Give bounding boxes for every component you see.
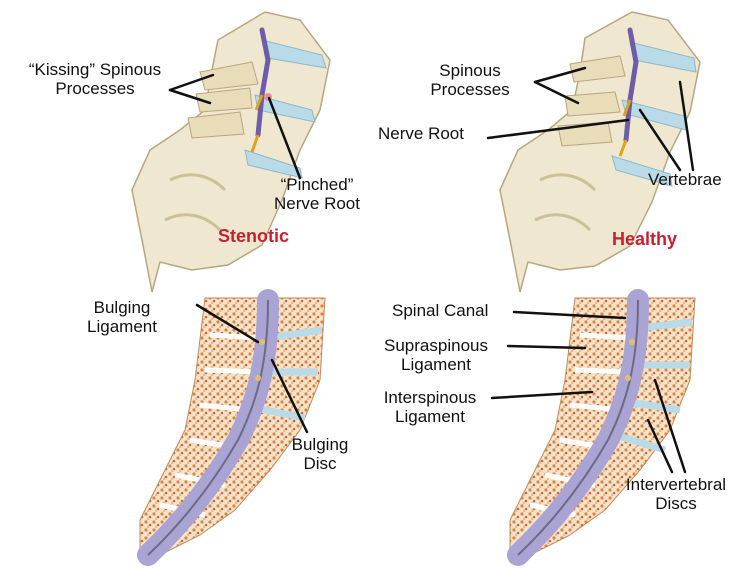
stenotic-spine-cross-section xyxy=(140,298,325,555)
label-bulging-disc: Bulging Disc xyxy=(285,435,355,473)
healthy-spine-cross-section xyxy=(510,298,695,555)
label-supraspinous-ligament: Supraspinous Ligament xyxy=(362,336,510,374)
condition-label-healthy: Healthy xyxy=(612,229,677,250)
label-kissing-spinous-processes: “Kissing” Spinous Processes xyxy=(5,60,185,98)
label-vertebrae: Vertebrae xyxy=(648,170,722,189)
stenotic-spine-side-view xyxy=(132,12,330,292)
label-pinched-nerve-root: “Pinched” Nerve Root xyxy=(262,175,372,213)
label-spinal-canal: Spinal Canal xyxy=(392,301,488,320)
condition-label-stenotic: Stenotic xyxy=(218,226,289,247)
label-nerve-root: Nerve Root xyxy=(378,124,464,143)
label-interspinous-ligament: Interspinous Ligament xyxy=(368,388,492,426)
label-intervertebral-discs: Intervertebral Discs xyxy=(612,475,740,513)
leader-spinous-2 xyxy=(535,82,578,103)
label-spinous-processes: Spinous Processes xyxy=(415,61,525,99)
healthy-spine-side-view xyxy=(500,12,700,292)
label-bulging-ligament: Bulging Ligament xyxy=(72,298,172,336)
